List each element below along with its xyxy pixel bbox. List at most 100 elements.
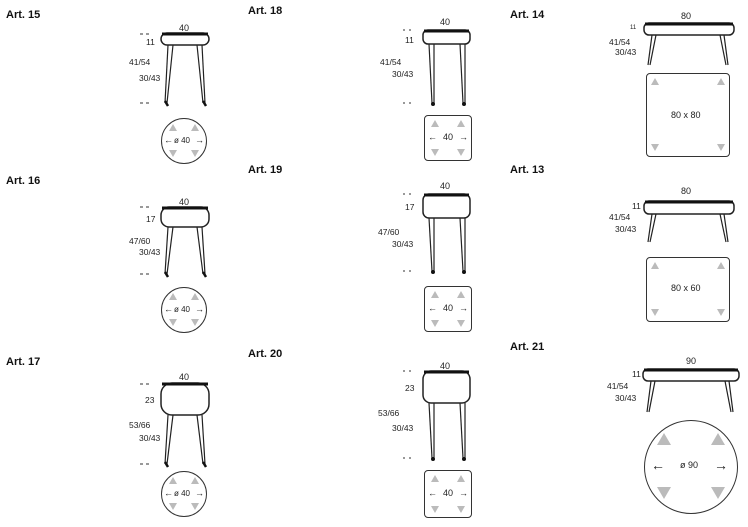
article-label: Art. 15 bbox=[6, 9, 41, 21]
plan-dim: 40 bbox=[443, 132, 454, 142]
triangle-icon bbox=[717, 262, 725, 269]
leg-height-dim: 30/43 bbox=[139, 247, 161, 257]
triangle-icon bbox=[191, 293, 199, 300]
bench-elevation bbox=[643, 22, 735, 66]
width-dim: 90 bbox=[685, 356, 696, 366]
leg-height-dim: 30/43 bbox=[392, 423, 414, 433]
article-label: Art. 14 bbox=[510, 9, 545, 21]
triangle-icon bbox=[431, 475, 439, 482]
arrow-right-icon: → bbox=[195, 488, 204, 498]
triangle-icon bbox=[191, 150, 199, 157]
triangle-icon bbox=[717, 309, 725, 316]
plan-dim: ø 40 bbox=[174, 136, 191, 145]
cushion-dim: 11 bbox=[405, 35, 414, 45]
arrow-left-icon: ← bbox=[164, 135, 173, 145]
triangle-icon bbox=[169, 150, 177, 157]
plan-dim: 80 x 80 bbox=[671, 110, 701, 120]
triangle-icon bbox=[657, 433, 671, 445]
round-plan: ← ø 40 → bbox=[161, 287, 207, 333]
triangle-icon bbox=[717, 78, 725, 85]
article-label: Art. 18 bbox=[248, 5, 283, 17]
triangle-icon bbox=[651, 309, 659, 316]
triangle-icon bbox=[431, 320, 439, 327]
width-dim: 40 bbox=[439, 181, 450, 191]
leg-height-dim: 30/43 bbox=[392, 69, 414, 79]
width-dim: 80 bbox=[680, 11, 691, 21]
leg-height-dim: 30/43 bbox=[615, 224, 637, 234]
sit-height-dim: 41/54 bbox=[609, 212, 631, 222]
article-label: Art. 13 bbox=[510, 164, 545, 176]
width-dim: 40 bbox=[439, 361, 450, 371]
arrow-left-icon: ← bbox=[164, 304, 173, 314]
triangle-icon bbox=[651, 78, 659, 85]
arrow-right-icon: → bbox=[195, 135, 204, 145]
cushion-dim: 11 bbox=[146, 37, 155, 47]
triangle-icon bbox=[457, 475, 465, 482]
cushion-dim: 11 bbox=[632, 201, 641, 211]
arrow-left-icon: ← bbox=[651, 457, 665, 473]
triangle-icon bbox=[457, 120, 465, 127]
leg-height-dim: 30/43 bbox=[139, 433, 161, 443]
sit-height-dim: 47/60 bbox=[378, 227, 400, 237]
triangle-icon bbox=[711, 433, 725, 445]
round-plan-large: ← ø 90 → bbox=[644, 420, 738, 514]
article-label: Art. 16 bbox=[6, 175, 41, 187]
arrow-left-icon: ← bbox=[428, 132, 437, 142]
arrow-left-icon: ← bbox=[164, 488, 173, 498]
triangle-icon bbox=[191, 319, 199, 326]
triangle-icon bbox=[431, 149, 439, 156]
triangle-icon bbox=[457, 149, 465, 156]
width-dim: 40 bbox=[178, 197, 189, 207]
stool-elevation bbox=[403, 193, 471, 274]
bench-elevation bbox=[643, 200, 735, 243]
plan-dim: ø 40 bbox=[174, 305, 191, 314]
rect-plan: 80 x 60 bbox=[646, 257, 730, 322]
width-dim: 40 bbox=[178, 23, 189, 33]
square-plan: ← 40 → bbox=[424, 115, 472, 161]
triangle-icon bbox=[169, 477, 177, 484]
stool-elevation bbox=[140, 382, 210, 468]
triangle-icon bbox=[431, 291, 439, 298]
plan-dim: 80 x 60 bbox=[671, 283, 701, 293]
article-label: Art. 21 bbox=[510, 341, 545, 353]
cushion-dim: 11 bbox=[630, 25, 637, 31]
triangle-icon bbox=[169, 293, 177, 300]
sit-height-dim: 53/66 bbox=[378, 408, 400, 418]
sit-height-dim: 47/60 bbox=[129, 236, 151, 246]
article-label: Art. 17 bbox=[6, 356, 41, 368]
width-dim: 40 bbox=[439, 17, 450, 27]
sit-height-dim: 41/54 bbox=[380, 57, 402, 67]
square-plan: ← 40 → bbox=[424, 470, 472, 518]
article-label: Art. 20 bbox=[248, 348, 283, 360]
cushion-dim: 17 bbox=[405, 202, 415, 212]
triangle-icon bbox=[657, 487, 671, 499]
plan-dim: 40 bbox=[443, 303, 454, 313]
triangle-icon bbox=[717, 144, 725, 151]
plan-dim: ø 90 bbox=[680, 460, 699, 470]
width-dim: 40 bbox=[178, 372, 189, 382]
arrow-right-icon: → bbox=[459, 488, 468, 498]
arrow-right-icon: → bbox=[459, 303, 468, 313]
leg-height-dim: 30/43 bbox=[615, 47, 637, 57]
arrow-right-icon: → bbox=[459, 132, 468, 142]
triangle-icon bbox=[191, 503, 199, 510]
round-plan: ← ø 40 → bbox=[161, 471, 207, 517]
round-plan: ← ø 40 → bbox=[161, 118, 207, 164]
triangle-icon bbox=[169, 319, 177, 326]
stool-elevation bbox=[140, 32, 210, 107]
cushion-dim: 23 bbox=[145, 395, 155, 405]
article-label: Art. 19 bbox=[248, 164, 283, 176]
sit-height-dim: 53/66 bbox=[129, 420, 151, 430]
leg-height-dim: 30/43 bbox=[615, 393, 637, 403]
square-plan: 80 x 80 bbox=[646, 73, 730, 157]
bench-elevation bbox=[642, 368, 740, 413]
sit-height-dim: 41/54 bbox=[609, 37, 631, 47]
triangle-icon bbox=[169, 124, 177, 131]
triangle-icon bbox=[457, 291, 465, 298]
stool-elevation bbox=[403, 29, 471, 106]
arrow-left-icon: ← bbox=[428, 303, 437, 313]
cushion-dim: 23 bbox=[405, 383, 415, 393]
square-plan: ← 40 → bbox=[424, 286, 472, 332]
triangle-icon bbox=[431, 120, 439, 127]
triangle-icon bbox=[457, 320, 465, 327]
